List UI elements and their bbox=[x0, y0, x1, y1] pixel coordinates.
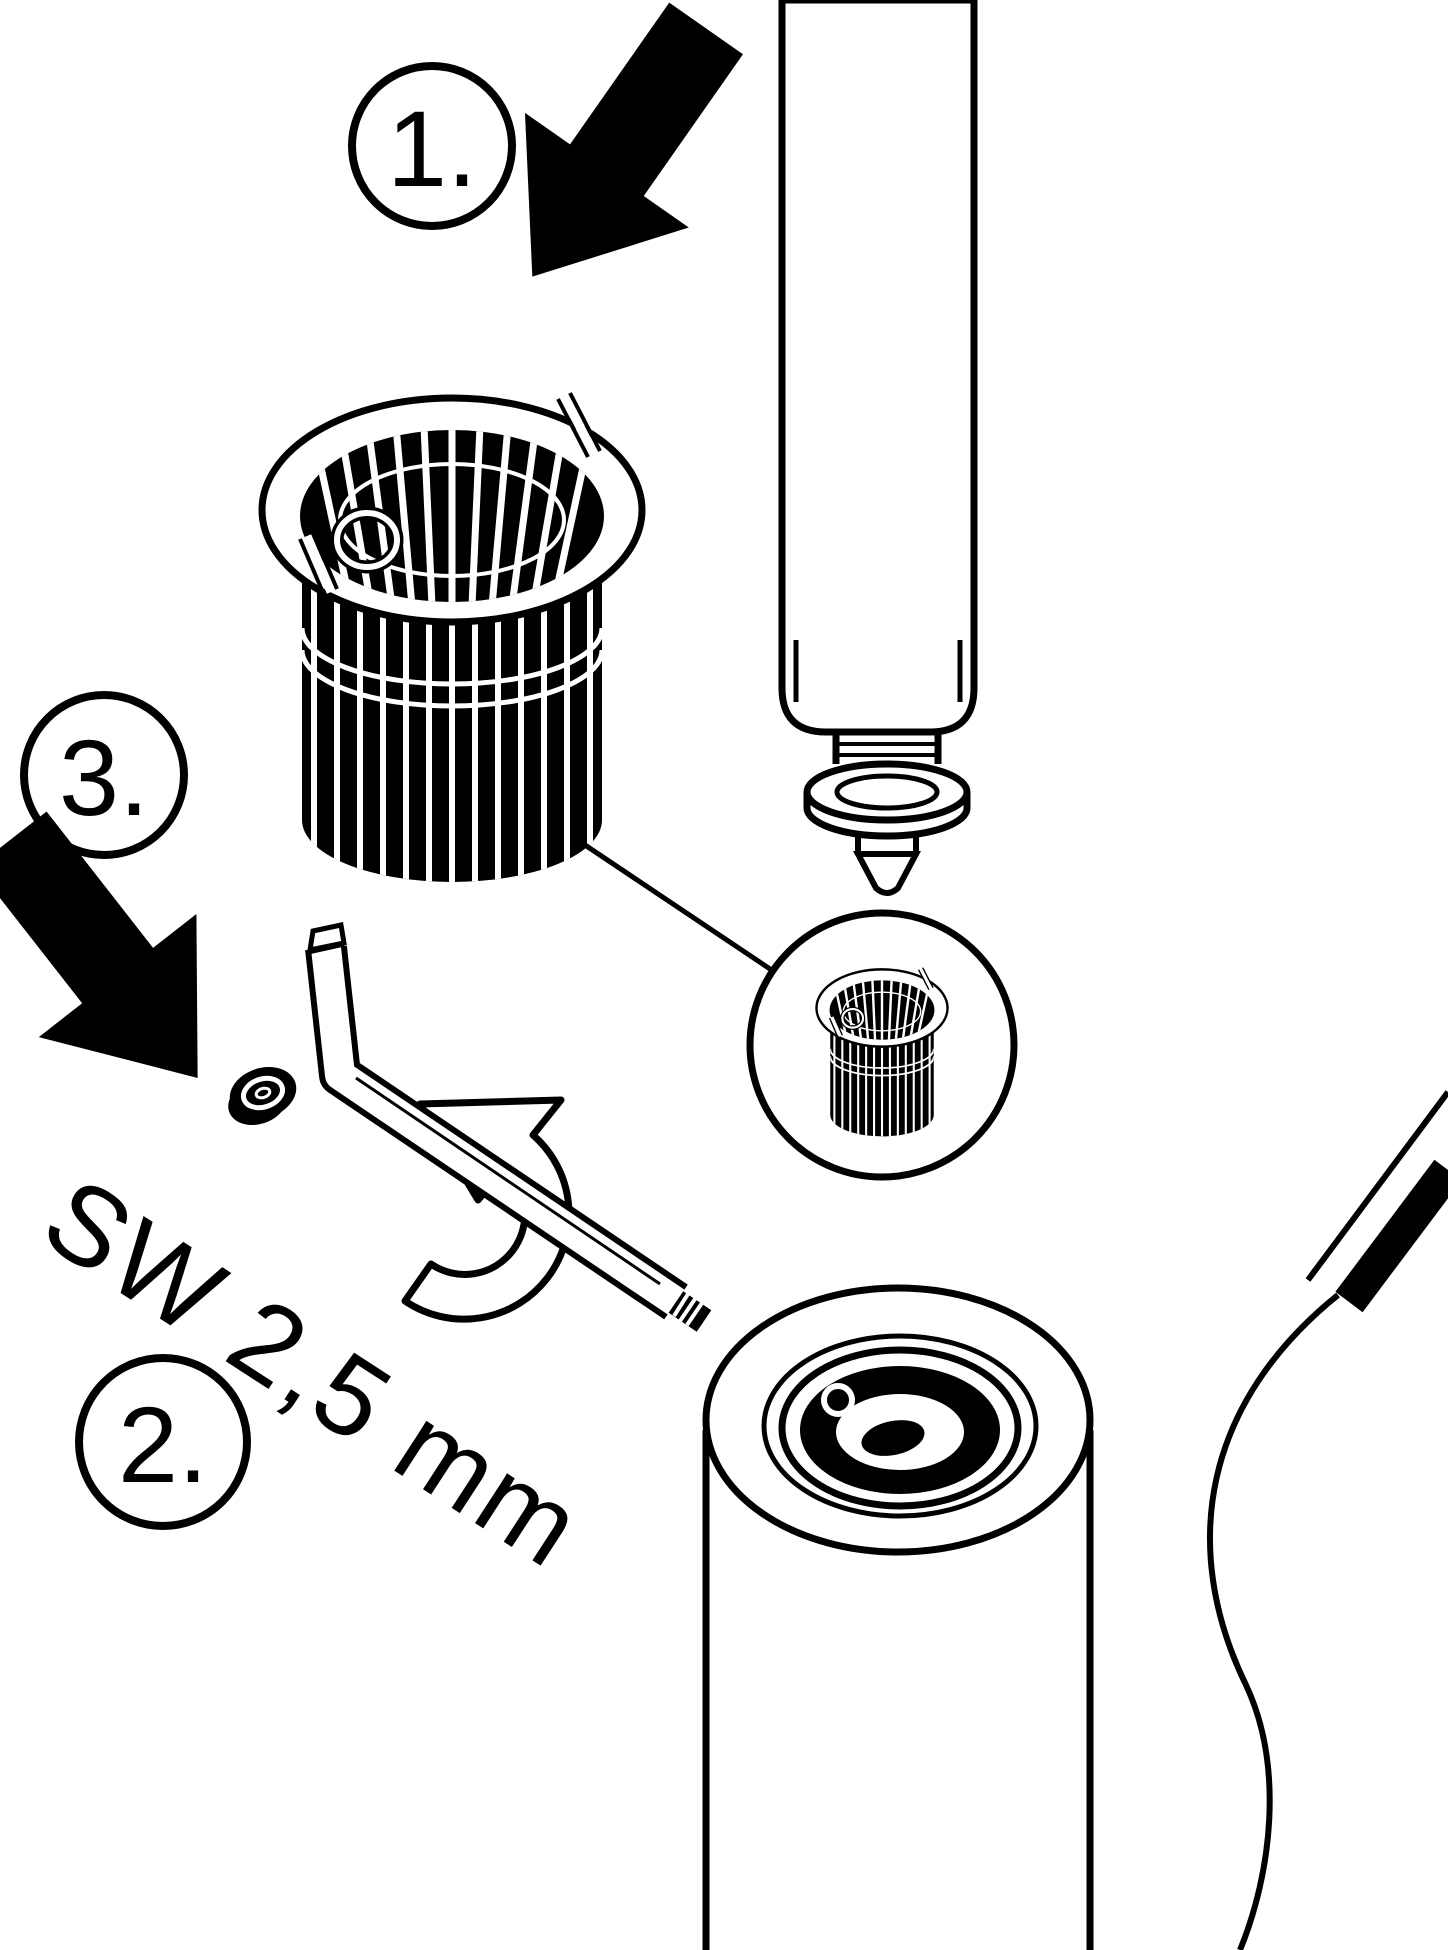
spout-with-plug-icon bbox=[778, 0, 978, 896]
set-screw-icon bbox=[228, 1067, 297, 1126]
step-3-circle bbox=[20, 691, 188, 859]
step-1-circle bbox=[348, 62, 516, 230]
callout-line bbox=[580, 840, 775, 974]
detail-callout bbox=[580, 840, 1018, 1181]
allen-key-icon bbox=[305, 922, 712, 1332]
step-2-marker: 2. bbox=[75, 1354, 251, 1530]
step-1-label: 1. bbox=[387, 88, 477, 209]
step-1-marker: 1. bbox=[348, 2, 743, 277]
magnified-cartridge-icon bbox=[816, 968, 947, 1141]
rotate-counterclockwise-arrow-icon bbox=[401, 1096, 573, 1323]
step-1-direction-arrow-icon bbox=[524, 2, 743, 277]
step-3-marker: 3. bbox=[0, 691, 198, 1078]
spout-socket-icon bbox=[702, 1284, 1094, 1950]
step-3-label: 3. bbox=[59, 717, 149, 838]
step-3-direction-arrow-icon bbox=[0, 811, 198, 1078]
step-2-label: 2. bbox=[118, 1384, 208, 1505]
flow-straightener-cartridge-icon bbox=[262, 393, 642, 895]
faucet-body-edge bbox=[1207, 1090, 1448, 1950]
step-2-circle bbox=[75, 1354, 251, 1530]
